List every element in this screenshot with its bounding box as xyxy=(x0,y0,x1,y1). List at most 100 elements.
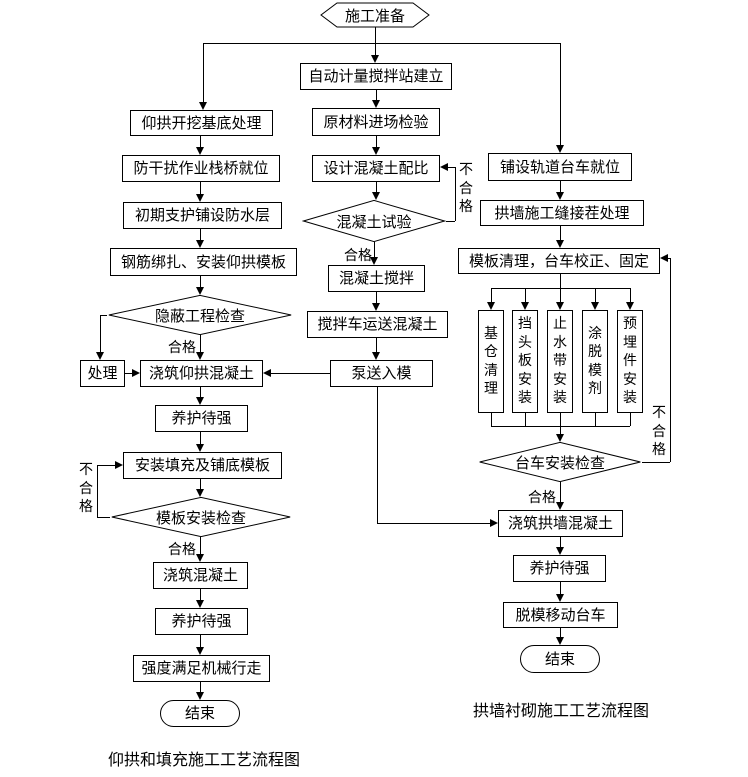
arrowhead xyxy=(132,369,140,377)
arrowhead xyxy=(115,461,123,469)
arrowhead xyxy=(196,600,204,608)
arrowhead xyxy=(490,519,498,527)
arrowhead xyxy=(487,302,495,310)
caption-right: 拱墙衬砌施工工艺流程图 xyxy=(473,701,650,720)
arrowhead xyxy=(556,637,564,645)
step-curing-3: 养护待强 xyxy=(513,555,606,582)
step-label: 设计混凝土配比 xyxy=(323,159,429,178)
arrowhead xyxy=(196,647,204,655)
step-pour-invert-concrete: 浇筑仰拱混凝土 xyxy=(140,360,263,387)
end-label: 结束 xyxy=(184,704,215,723)
step-curing-2: 养护待强 xyxy=(155,608,248,635)
arrowhead xyxy=(370,257,378,265)
step-label: 浇筑混凝土 xyxy=(162,566,238,585)
step-pour-archwall-concrete: 浇筑拱墙混凝土 xyxy=(498,510,623,537)
step-mix-design: 设计混凝土配比 xyxy=(312,155,440,182)
diamond-shape xyxy=(478,442,642,482)
arrowhead xyxy=(626,302,634,310)
step-strength-machinery: 强度满足机械行走 xyxy=(133,655,270,682)
flow-line xyxy=(125,373,133,374)
decision-label: 模板安装检查 xyxy=(155,508,246,527)
flow-line xyxy=(97,517,110,518)
arrowhead xyxy=(556,145,564,153)
arrowhead xyxy=(440,163,448,171)
flow-line xyxy=(200,682,201,692)
step-label: 养护待强 xyxy=(171,409,232,428)
flow-line xyxy=(560,226,561,240)
arrowhead xyxy=(196,352,204,360)
step-label: 钢筋绑扎、安装仰拱模板 xyxy=(120,252,286,271)
flow-line xyxy=(525,288,526,303)
end-label: 结束 xyxy=(544,649,575,668)
end-node-right: 结束 xyxy=(520,645,600,673)
step-truck-transport: 搅拌车运送混凝土 xyxy=(307,311,448,338)
step-install-fill-formwork: 安装填充及铺底模板 xyxy=(123,452,282,479)
step-trestle-in-place: 防干扰作业栈桥就位 xyxy=(122,155,280,182)
flow-line xyxy=(595,413,596,426)
decision-formwork-check: 模板安装检查 xyxy=(110,497,292,537)
arrowhead xyxy=(196,147,204,155)
flow-line xyxy=(200,335,201,352)
arrowhead xyxy=(371,55,379,63)
pass-label: 合格 xyxy=(344,248,372,264)
flow-line xyxy=(491,288,492,303)
arrowhead xyxy=(196,287,204,295)
flow-line xyxy=(560,482,561,503)
task-end-board-install: 挡头板安装 xyxy=(512,310,538,413)
diamond-shape xyxy=(107,295,293,335)
pass-label: 合格 xyxy=(168,340,196,356)
step-label: 安装填充及铺底模板 xyxy=(134,456,270,475)
step-label: 防干扰作业栈桥就位 xyxy=(133,159,269,178)
flow-line xyxy=(376,136,377,147)
arrowhead xyxy=(372,147,380,155)
arrowhead xyxy=(372,192,380,200)
arrowhead xyxy=(196,692,204,700)
flow-line xyxy=(200,182,201,194)
flow-line xyxy=(100,315,107,316)
task-base-cleaning: 基仓清理 xyxy=(478,310,504,413)
arrowhead xyxy=(96,352,104,360)
arrowhead xyxy=(660,254,668,262)
step-material-inspection: 原材料进场检验 xyxy=(312,108,440,136)
step-label: 混凝土搅拌 xyxy=(338,269,414,288)
step-rebar-formwork: 钢筋绑扎、安装仰拱模板 xyxy=(110,248,297,276)
flow-line xyxy=(560,181,561,192)
arrowhead xyxy=(556,192,564,200)
flow-line xyxy=(376,338,377,352)
step-label: 养护待强 xyxy=(529,559,590,578)
step-waterproof-layer: 初期支护铺设防水层 xyxy=(123,202,282,229)
step-pump-into-mold: 泵送入模 xyxy=(330,360,433,387)
flow-line xyxy=(200,432,201,444)
decision-label: 隐蔽工程检查 xyxy=(154,306,245,325)
flow-line xyxy=(560,628,561,637)
step-demold-move-trolley: 脱模移动台车 xyxy=(503,602,618,628)
step-label: 泵送入模 xyxy=(351,364,412,383)
flow-line xyxy=(491,413,492,426)
flow-line xyxy=(200,136,201,147)
flow-line xyxy=(630,288,631,303)
step-construction-joint: 拱墙施工缝接茬处理 xyxy=(480,200,644,226)
flow-line xyxy=(377,523,490,524)
diamond-shape xyxy=(302,200,446,242)
fail-label: 不合格 xyxy=(79,462,93,516)
step-handle: 处理 xyxy=(80,360,125,387)
step-label: 仰拱开挖基底处理 xyxy=(141,113,262,132)
arrowhead xyxy=(263,369,271,377)
flow-line xyxy=(377,387,378,523)
flow-line xyxy=(446,221,455,222)
flow-line xyxy=(374,242,375,257)
end-node-left: 结束 xyxy=(160,700,240,727)
task-waterstop-install: 止水带安装 xyxy=(547,310,573,413)
start-node: 施工准备 xyxy=(320,2,430,28)
arrowhead xyxy=(196,444,204,452)
flow-line xyxy=(203,43,561,44)
decision-label: 台车安装检查 xyxy=(514,453,605,472)
flow-line xyxy=(97,465,115,466)
flow-line xyxy=(525,413,526,426)
step-label: 原材料进场检验 xyxy=(323,112,429,131)
arrowhead xyxy=(372,303,380,311)
arrowhead xyxy=(556,434,564,442)
step-label: 模板清理，台车校正、固定 xyxy=(468,251,649,270)
step-pour-concrete: 浇筑混凝土 xyxy=(153,562,248,589)
